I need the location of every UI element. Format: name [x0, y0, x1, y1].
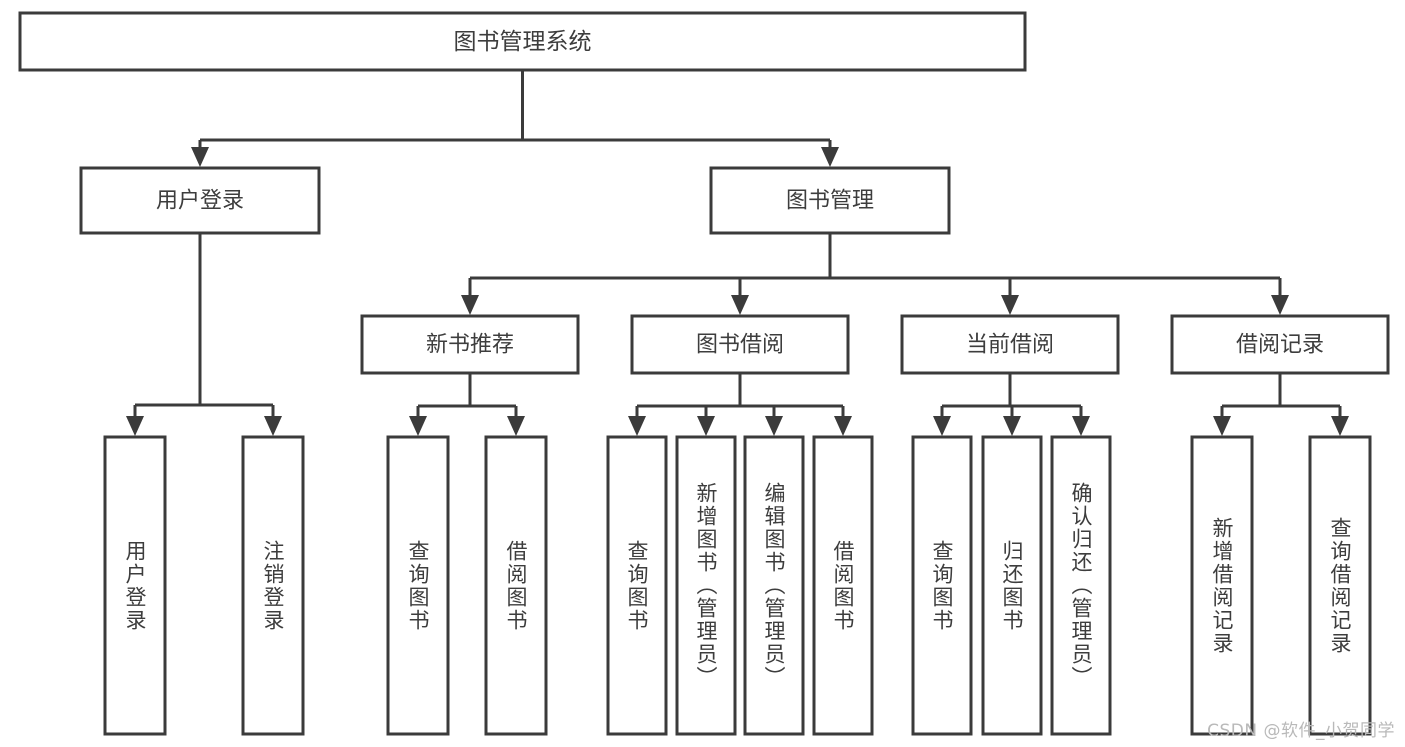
node-box — [812, 435, 874, 736]
node-box — [103, 435, 167, 736]
node-box — [743, 435, 805, 736]
node-box — [1308, 435, 1372, 736]
arrowhead-icon — [821, 147, 839, 167]
node-leaf-edit-book[interactable] — [743, 435, 805, 736]
node-leaf-add-book[interactable] — [675, 435, 737, 736]
node-current-borrow[interactable]: 当前借阅 — [900, 314, 1120, 375]
node-box — [1170, 314, 1390, 375]
node-leaf-return-book[interactable] — [981, 435, 1043, 736]
arrowhead-icon — [1072, 416, 1090, 436]
node-label: 用户登录 — [156, 189, 244, 214]
node-box — [386, 435, 450, 736]
node-box — [360, 314, 580, 375]
arrowhead-icon — [1001, 295, 1019, 315]
node-leaf-confirm-return[interactable] — [1050, 435, 1112, 736]
node-borrow-record[interactable]: 借阅记录 — [1170, 314, 1390, 375]
node-book-borrow[interactable]: 图书借阅 — [630, 314, 850, 375]
node-user-login[interactable]: 用户登录 — [79, 166, 321, 235]
node-box — [1190, 435, 1254, 736]
arrowhead-icon — [628, 416, 646, 436]
arrowhead-icon — [507, 416, 525, 436]
node-box — [241, 435, 305, 736]
arrowhead-icon — [191, 147, 209, 167]
arrowhead-icon — [461, 295, 479, 315]
node-label: 图书借阅 — [696, 333, 784, 358]
edges-layer — [126, 70, 1349, 436]
node-box — [630, 314, 850, 375]
node-label: 当前借阅 — [966, 333, 1054, 358]
arrowhead-icon — [264, 416, 282, 436]
node-box — [18, 11, 1027, 72]
node-box — [484, 435, 548, 736]
arrowhead-icon — [933, 416, 951, 436]
node-label: 新书推荐 — [426, 333, 514, 358]
arrowhead-icon — [731, 295, 749, 315]
node-leaf-borrow-book-bor[interactable] — [812, 435, 874, 736]
node-box — [675, 435, 737, 736]
arrowhead-icon — [1213, 416, 1231, 436]
node-label: 图书管理系统 — [454, 29, 592, 55]
node-label: 图书管理 — [786, 189, 874, 214]
node-label: 借阅记录 — [1236, 333, 1324, 358]
node-box — [911, 435, 973, 736]
arrowhead-icon — [834, 416, 852, 436]
node-leaf-query-record[interactable] — [1308, 435, 1372, 736]
node-leaf-user-logout[interactable] — [241, 435, 305, 736]
node-new-book-recommend[interactable]: 新书推荐 — [360, 314, 580, 375]
csdn-watermark: CSDN @软件_小贺同学 — [1207, 721, 1395, 741]
arrowhead-icon — [697, 416, 715, 436]
node-leaf-user-login[interactable] — [103, 435, 167, 736]
node-leaf-query-book-rec[interactable] — [386, 435, 450, 736]
node-leaf-query-book-cur[interactable] — [911, 435, 973, 736]
node-leaf-add-record[interactable] — [1190, 435, 1254, 736]
arrowhead-icon — [409, 416, 427, 436]
node-box — [79, 166, 321, 235]
node-leaf-borrow-book-rec[interactable] — [484, 435, 548, 736]
arrowhead-icon — [1271, 295, 1289, 315]
node-box — [606, 435, 668, 736]
node-box — [981, 435, 1043, 736]
node-box — [709, 166, 951, 235]
node-box — [900, 314, 1120, 375]
arrowhead-icon — [126, 416, 144, 436]
arrowhead-icon — [1331, 416, 1349, 436]
node-root[interactable]: 图书管理系统 — [18, 11, 1027, 72]
arrowhead-icon — [1003, 416, 1021, 436]
node-book-manage[interactable]: 图书管理 — [709, 166, 951, 235]
node-box — [1050, 435, 1112, 736]
arrowhead-icon — [765, 416, 783, 436]
node-leaf-query-book-bor[interactable] — [606, 435, 668, 736]
